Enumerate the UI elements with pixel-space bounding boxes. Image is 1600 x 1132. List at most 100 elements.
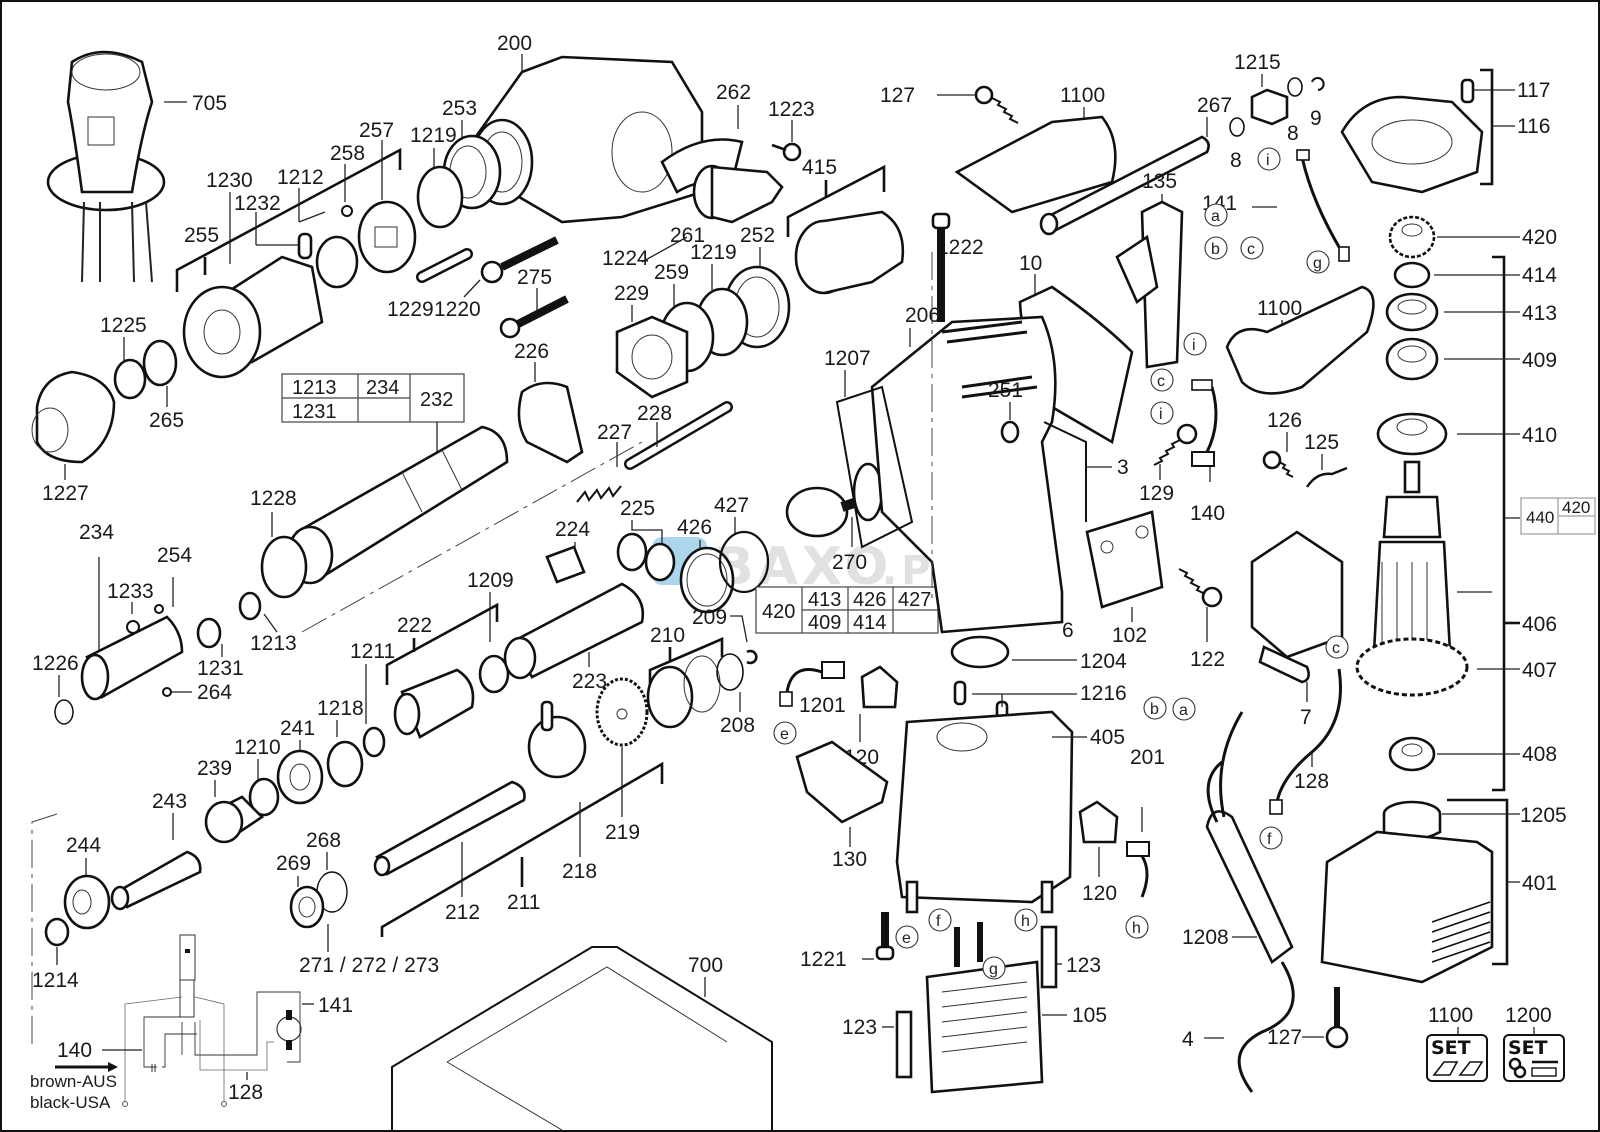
part-228-rod[interactable] xyxy=(624,401,733,470)
part-212-shaft[interactable] xyxy=(373,780,526,877)
part-258-ball[interactable] xyxy=(341,205,353,217)
part-1230-chuck-sleeve[interactable] xyxy=(182,255,324,379)
part-254-ball[interactable] xyxy=(154,604,164,614)
part-123-bar-a[interactable] xyxy=(1040,925,1058,989)
part-243-striker-pin[interactable] xyxy=(110,850,202,911)
part-226-locking-plate[interactable] xyxy=(517,381,584,464)
part-130-bracket[interactable] xyxy=(795,740,889,824)
part-224-pin[interactable] xyxy=(545,545,586,584)
part-126-screw[interactable] xyxy=(1262,450,1294,478)
part-410-bearing-cap[interactable] xyxy=(1376,412,1448,456)
part-116-gear-cover[interactable] xyxy=(1340,95,1484,194)
part-413-bearing[interactable] xyxy=(1385,292,1439,332)
part-275-screw[interactable] xyxy=(499,295,569,339)
part-223-guide-tube[interactable] xyxy=(503,582,645,680)
part-427-ring[interactable] xyxy=(718,530,770,594)
part-123-bar-b[interactable] xyxy=(895,1010,913,1079)
part-234-striker[interactable] xyxy=(80,615,184,701)
set-1100[interactable]: 1100 SET xyxy=(1426,1004,1488,1082)
part-1201-brush-wire[interactable] xyxy=(779,661,845,707)
part-135-switch[interactable] xyxy=(1115,200,1184,369)
part-705-side-handle[interactable] xyxy=(46,50,166,283)
part-1231-ring[interactable] xyxy=(196,617,222,649)
part-1210-ring[interactable] xyxy=(248,777,280,817)
part-1219-circlip[interactable] xyxy=(416,165,464,229)
part-401-motor-cover[interactable] xyxy=(1320,830,1494,984)
part-239-bushing[interactable] xyxy=(204,795,265,844)
set-1200[interactable]: 1200 SET xyxy=(1503,1004,1565,1082)
part-415-adapter[interactable] xyxy=(794,210,905,295)
part-225-seals[interactable] xyxy=(616,532,676,582)
part-129-screw[interactable] xyxy=(1153,423,1198,466)
part-261-selector-knob[interactable] xyxy=(692,164,784,224)
part-244-bushing[interactable] xyxy=(63,874,111,930)
part-8-washer-a[interactable] xyxy=(1229,117,1245,137)
part-120-brush-holder-b[interactable] xyxy=(1078,800,1119,844)
part-8-washer-b[interactable] xyxy=(1287,77,1303,97)
part-1223-screw[interactable] xyxy=(771,142,802,162)
part-127-screw-b[interactable] xyxy=(1325,987,1349,1049)
part-102-cover-plate[interactable] xyxy=(1085,510,1164,609)
part-127-screw-a[interactable] xyxy=(974,85,1019,124)
part-1226-ring[interactable] xyxy=(54,699,74,725)
part-241-ring[interactable] xyxy=(276,749,324,805)
part-1213-ring[interactable] xyxy=(238,591,262,621)
part-brush-h[interactable] xyxy=(1126,841,1150,898)
part-7-pin[interactable] xyxy=(1258,645,1310,684)
part-1222-screw[interactable] xyxy=(931,212,951,322)
part-120-brush-holder-a[interactable] xyxy=(860,665,899,709)
part-1233-ball[interactable] xyxy=(126,620,140,634)
part-140-brush-wire[interactable] xyxy=(1191,379,1218,467)
part-4-cord[interactable] xyxy=(1237,961,1295,1093)
part-1208-cord-sleeve[interactable] xyxy=(1205,711,1294,964)
part-1214-ring[interactable] xyxy=(44,917,70,947)
part-105-stator[interactable] xyxy=(925,922,1044,1094)
part-227-spring[interactable] xyxy=(576,485,622,503)
part-269-bearing[interactable] xyxy=(289,885,325,929)
part-265-ring[interactable] xyxy=(142,339,178,387)
part-1211-ring[interactable] xyxy=(362,726,386,758)
part-122-screw[interactable] xyxy=(1178,568,1223,608)
part-1225-ring[interactable] xyxy=(113,358,147,400)
part-1218-ring[interactable] xyxy=(326,740,364,788)
part-200-gear-housing[interactable] xyxy=(470,55,704,224)
part-420-bevel-gear[interactable] xyxy=(1388,215,1436,259)
part-1100-handle-grip[interactable] xyxy=(1225,285,1375,395)
part-1220-screw[interactable] xyxy=(480,236,559,284)
part-408-bearing[interactable] xyxy=(1388,736,1436,772)
part-267-rod[interactable] xyxy=(1039,135,1210,236)
part-232-hammer-tube[interactable] xyxy=(286,425,509,585)
part-1232-pin[interactable] xyxy=(297,232,313,260)
part-9-circlip[interactable] xyxy=(1311,77,1325,91)
part-210-clutch[interactable] xyxy=(646,655,721,729)
part-3-seal[interactable] xyxy=(1043,421,1087,522)
part-206-motor-housing[interactable] xyxy=(870,315,1064,634)
part-1229-pin[interactable] xyxy=(416,248,473,283)
part-141-wire[interactable] xyxy=(1296,149,1350,262)
part-1204-ring[interactable] xyxy=(950,635,1010,669)
part-125-clamp[interactable] xyxy=(1306,466,1348,488)
part-251-bushing[interactable] xyxy=(1000,420,1020,444)
part-1212-spring[interactable] xyxy=(315,235,359,289)
part-222-piston[interactable] xyxy=(393,668,475,739)
part-219-gear[interactable] xyxy=(595,677,649,747)
part-208-washer[interactable] xyxy=(716,653,744,691)
part-1227-dust-cap[interactable] xyxy=(31,370,116,464)
part-229-plate[interactable] xyxy=(615,315,689,399)
part-1207-gasket[interactable] xyxy=(835,385,914,549)
part-409-bearing[interactable] xyxy=(1385,337,1439,381)
part-128-wire[interactable] xyxy=(1269,668,1342,815)
part-209-circlip[interactable] xyxy=(746,649,758,665)
part-218-wobble-bearing[interactable] xyxy=(527,700,587,779)
part-1228-ring[interactable] xyxy=(260,535,308,599)
part-414-spacer[interactable] xyxy=(1393,261,1431,289)
part-700-carrying-case[interactable] xyxy=(391,946,773,1130)
part-270-intermediate-shaft[interactable] xyxy=(785,462,889,538)
part-1100-rear-handle-body[interactable] xyxy=(1250,530,1344,659)
part-1100-handle-cover[interactable] xyxy=(954,115,1117,214)
part-117-pin[interactable] xyxy=(1460,78,1475,104)
part-257-ring[interactable] xyxy=(357,200,417,274)
part-407-armature[interactable] xyxy=(1355,460,1469,697)
part-264-ball[interactable] xyxy=(162,687,172,697)
part-1215-block[interactable] xyxy=(1250,88,1289,126)
